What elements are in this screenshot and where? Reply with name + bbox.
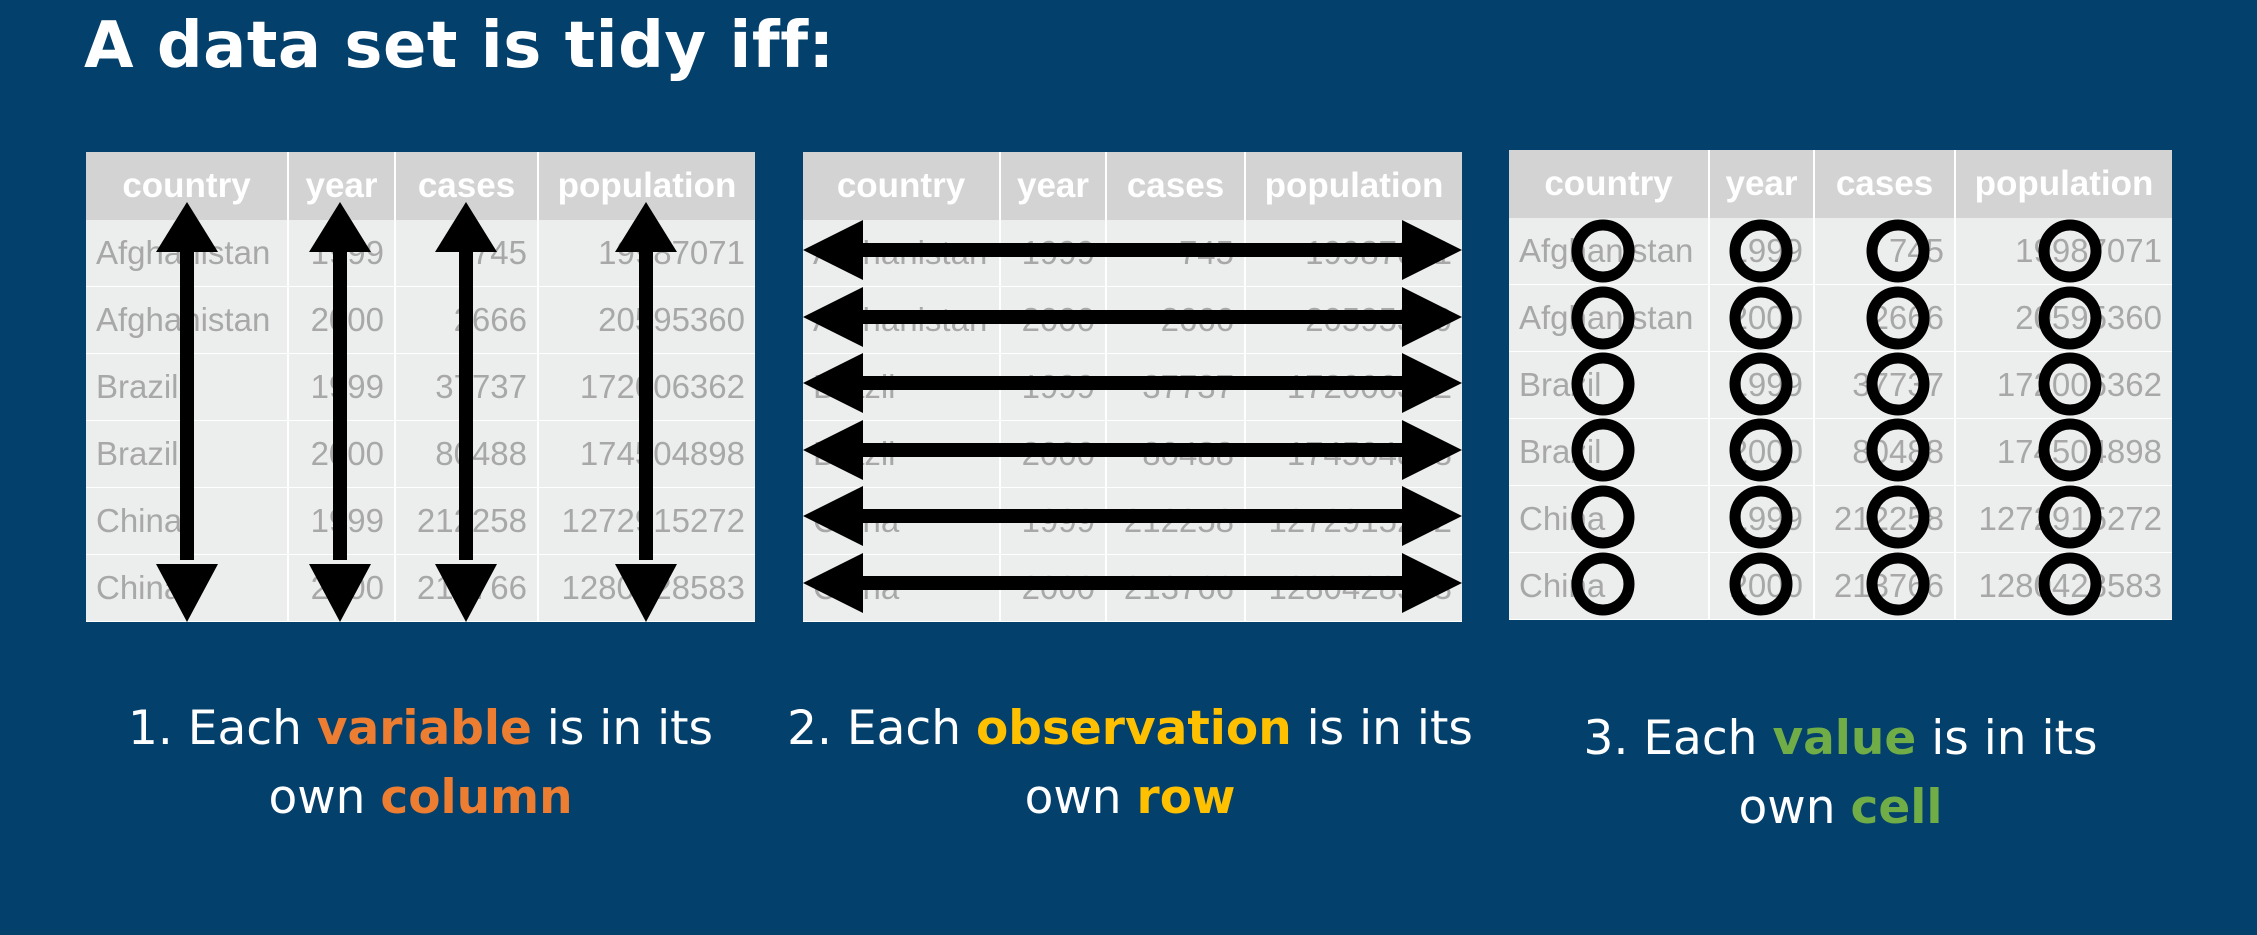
table-row: Afghanistan 2000 2666 20595360 xyxy=(86,286,755,354)
column-header-country: country xyxy=(803,152,1001,220)
column-arrows-overlay xyxy=(156,202,677,622)
caption-term: variable xyxy=(316,701,532,756)
circle-ring-icon xyxy=(1866,552,1930,616)
circle-ring-icon xyxy=(2038,485,2102,549)
caption-own: own xyxy=(268,770,366,825)
caption-term: value xyxy=(1772,711,1917,766)
caption-prefix: Each xyxy=(846,701,962,756)
horizontal-double-arrow-icon xyxy=(803,353,1462,413)
circle-ring-icon xyxy=(1729,552,1793,616)
caption-term: observation xyxy=(976,701,1292,756)
circle-ring-icon xyxy=(2038,352,2102,416)
caption-prefix: Each xyxy=(187,701,302,756)
circle-ring-icon xyxy=(1866,286,1930,350)
caption-target: row xyxy=(1136,770,1236,825)
circle-ring-icon xyxy=(1571,219,1635,283)
column-header-cases: cases xyxy=(1106,152,1246,220)
caption-target: column xyxy=(380,770,573,825)
caption-middle: is in its xyxy=(546,701,714,756)
circle-ring-icon xyxy=(2038,552,2102,616)
circle-ring-icon xyxy=(1866,418,1930,482)
horizontal-double-arrow-icon xyxy=(803,420,1462,480)
caption-middle: is in its xyxy=(1306,701,1473,756)
caption-middle: is in its xyxy=(1931,711,2098,766)
column-header-year: year xyxy=(1709,150,1815,218)
caption-number: 3. xyxy=(1583,711,1629,766)
column-header-population: population xyxy=(1245,152,1462,220)
circle-ring-icon xyxy=(1729,352,1793,416)
circle-ring-icon xyxy=(2038,286,2102,350)
circle-ring-icon xyxy=(1571,485,1635,549)
caption-target: cell xyxy=(1850,780,1943,835)
column-header-cases: cases xyxy=(395,152,539,220)
circle-ring-icon xyxy=(2038,219,2102,283)
tidy-table-cells: country year cases population Afghanista… xyxy=(1509,150,2172,620)
circle-ring-icon xyxy=(1571,286,1635,350)
horizontal-double-arrow-icon xyxy=(803,553,1462,613)
caption-values: 3. Each value is in its own cell xyxy=(1509,704,2172,842)
circle-ring-icon xyxy=(2038,418,2102,482)
caption-number: 2. xyxy=(787,701,832,756)
horizontal-double-arrow-icon xyxy=(803,220,1462,280)
circle-ring-icon xyxy=(1729,485,1793,549)
circle-ring-icon xyxy=(1571,552,1635,616)
column-header-cases: cases xyxy=(1814,150,1956,218)
vertical-double-arrow-icon xyxy=(309,202,371,622)
circle-ring-icon xyxy=(1729,219,1793,283)
caption-own: own xyxy=(1024,770,1122,825)
cell-circles-overlay xyxy=(1571,219,2102,616)
circle-ring-icon xyxy=(1571,418,1635,482)
tidy-table-rows: country year cases population Afghanista… xyxy=(803,152,1462,622)
tidy-table-columns: country year cases population Afghanista… xyxy=(86,152,755,622)
caption-number: 1. xyxy=(127,701,173,756)
slide-title: A data set is tidy iff: xyxy=(84,9,835,83)
vertical-double-arrow-icon xyxy=(156,202,218,622)
column-header-country: country xyxy=(1509,150,1710,218)
table-cell: Afghanistan xyxy=(1509,284,1710,352)
row-arrows-overlay xyxy=(803,220,1462,613)
vertical-double-arrow-icon xyxy=(435,202,497,622)
column-header-population: population xyxy=(1955,150,2172,218)
circle-ring-icon xyxy=(1866,485,1930,549)
circle-ring-icon xyxy=(1866,352,1930,416)
vertical-double-arrow-icon xyxy=(615,202,677,622)
table-header-row: country year cases population xyxy=(1509,150,2172,218)
horizontal-double-arrow-icon xyxy=(803,287,1462,347)
table-cell: 172006362 xyxy=(1955,351,2172,419)
circle-ring-icon xyxy=(1729,286,1793,350)
caption-variables: 1. Each variable is in its own column xyxy=(86,694,755,832)
caption-prefix: Each xyxy=(1643,711,1758,766)
circle-ring-icon xyxy=(1571,352,1635,416)
column-header-year: year xyxy=(1000,152,1107,220)
circle-ring-icon xyxy=(1866,219,1930,283)
horizontal-double-arrow-icon xyxy=(803,486,1462,546)
table-row: Brazil 2000 80488 174504898 xyxy=(86,420,755,488)
column-header-population: population xyxy=(538,152,755,220)
circle-ring-icon xyxy=(1729,418,1793,482)
caption-observations: 2. Each observation is in its own row xyxy=(765,694,1495,832)
caption-own: own xyxy=(1738,780,1836,835)
table-header-row: country year cases population xyxy=(803,152,1462,220)
